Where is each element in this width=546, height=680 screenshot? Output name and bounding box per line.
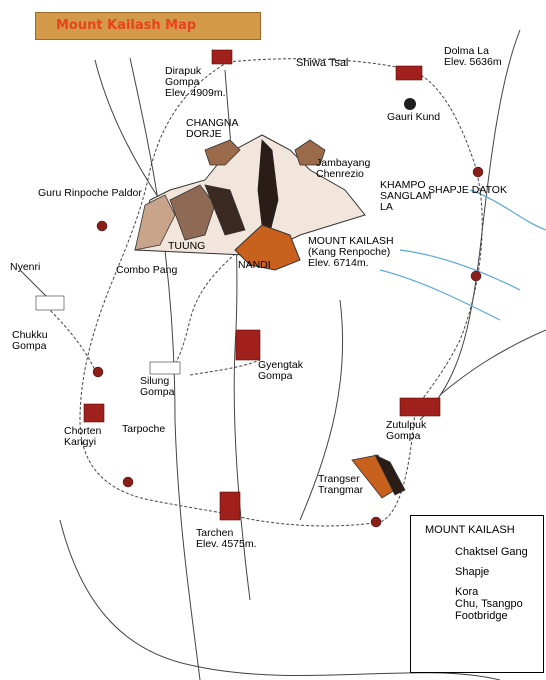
zutulpuk-monastery-icon — [399, 397, 441, 417]
river-3 — [469, 189, 546, 231]
map-title: Mount Kailash Map — [56, 18, 197, 33]
kora-route-south — [231, 409, 416, 527]
shapje-icon-2 — [472, 166, 484, 178]
map-legend: MOUNT KAILASH Chaktsel Gang Shapje Kora … — [410, 515, 544, 673]
kora-route-west — [79, 61, 233, 516]
mount-kailash-drawing — [134, 134, 366, 271]
inner-route-2 — [189, 359, 261, 376]
label-shiwa-tsal: Shiwa Tsal — [296, 57, 349, 69]
label-gauri-kund: Gauri Kund — [387, 111, 441, 123]
legend-item-shapje: Shapje — [455, 566, 490, 578]
label-tarpoche: Tarpoche — [122, 423, 166, 435]
label-tuung: TUUNG — [168, 240, 206, 252]
dirapuk-monastery-icon — [211, 49, 233, 65]
chaktsel-icon-3 — [470, 270, 482, 282]
valley-line-west — [129, 57, 201, 680]
chaktsel-icon-1 — [96, 220, 108, 232]
shapje-icon-1 — [92, 366, 104, 378]
legend-item-kora: Kora — [455, 586, 479, 598]
legend-item-chu: Chu, Tsangpo — [455, 598, 523, 610]
dolma-la-icon — [395, 65, 423, 81]
legend-item-chaktsel: Chaktsel Gang — [455, 546, 528, 558]
label-shapje-datok: SHAPJE DATOK — [428, 184, 507, 196]
gauri-kund-pond — [404, 98, 416, 110]
river-1 — [379, 269, 501, 321]
gyengtak-monastery-icon — [235, 329, 261, 361]
chaktsel-icon-2 — [122, 476, 134, 488]
legend-item-footbridge: Footbridge — [455, 610, 508, 622]
river-2 — [399, 249, 521, 291]
inner-route — [169, 239, 251, 371]
valley-line-northwest — [94, 59, 161, 201]
valley-line-mid — [299, 299, 344, 521]
trangser-rock-drawing — [351, 454, 406, 499]
chorten-icon — [83, 403, 105, 423]
valley-line-east — [419, 29, 521, 421]
kora-route-east — [227, 58, 483, 411]
label-nandi: NANDI — [238, 259, 271, 271]
legend-title: MOUNT KAILASH — [425, 524, 515, 536]
chaktsel-icon-4 — [370, 516, 382, 528]
label-guru-rinpoche: Guru Rinpoche Paldor — [38, 187, 142, 199]
valley-line-southeast — [439, 329, 546, 396]
silung-monastery-icon — [149, 361, 181, 375]
label-mount-kailash: MOUNT KAILASH(Kang Renpoche)Elev. 6714m. — [308, 235, 394, 269]
label-combo-pang: Combo Pang — [116, 264, 178, 276]
nyenri-route — [39, 299, 96, 371]
chukku-monastery-icon — [35, 295, 65, 311]
map-title-bar: Mount Kailash Map — [35, 12, 261, 40]
label-nyenri: Nyenri — [10, 261, 41, 273]
tarchen-monastery-icon — [219, 491, 241, 521]
